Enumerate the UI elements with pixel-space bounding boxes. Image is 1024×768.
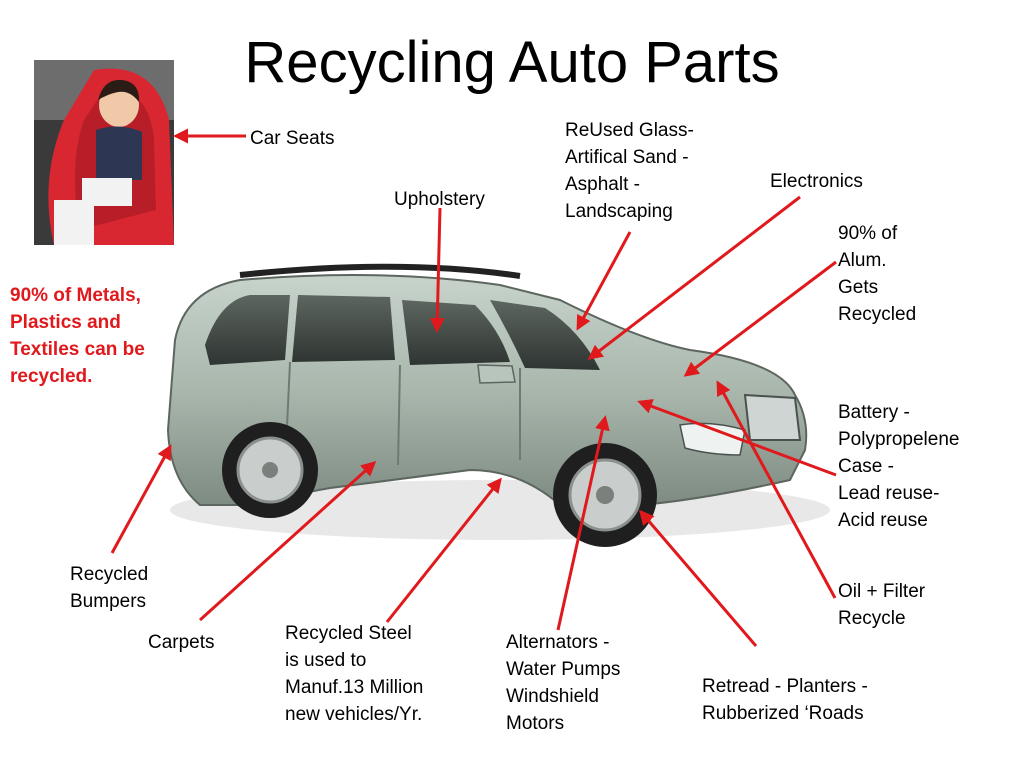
- arrow-battery: [637, 399, 837, 477]
- label-steel: Recycled Steel is used to Manuf.13 Milli…: [285, 623, 424, 725]
- label-alternators: Alternators - Water Pumps Windshield Mot…: [506, 632, 621, 734]
- arrow-carpets: [198, 460, 377, 622]
- recycling-note: 90% of Metals, Plastics and Textiles can…: [10, 285, 145, 387]
- car-seat-photo: [34, 60, 174, 245]
- label-carpets: Carpets: [148, 632, 215, 653]
- arrow-glass: [576, 231, 632, 331]
- label-electronics: Electronics: [770, 171, 863, 192]
- label-retread: Retread - Planters - Rubberized ‘Roads: [702, 676, 868, 724]
- label-bumpers: Recycled Bumpers: [70, 564, 149, 612]
- arrow-electronics: [587, 195, 801, 360]
- label-upholstery: Upholstery: [394, 189, 485, 210]
- arrow-alternators: [556, 415, 610, 631]
- label-battery: Battery - Polypropelene Case - Lead reus…: [838, 402, 960, 531]
- arrow-bumpers: [110, 444, 172, 554]
- label-glass: ReUsed Glass- Artifical Sand - Asphalt -…: [565, 120, 694, 222]
- label-oil-filter: Oil + Filter Recycle: [838, 581, 926, 629]
- arrow-upholstery: [429, 207, 445, 333]
- label-car-seats: Car Seats: [250, 128, 335, 149]
- page-title: Recycling Auto Parts: [244, 30, 780, 95]
- arrow-steel: [385, 477, 502, 623]
- label-aluminum: 90% of Alum. Gets Recycled: [838, 223, 917, 325]
- arrow-oil-filter: [716, 380, 837, 599]
- arrow-retread: [639, 509, 758, 647]
- arrow-aluminum: [683, 260, 837, 377]
